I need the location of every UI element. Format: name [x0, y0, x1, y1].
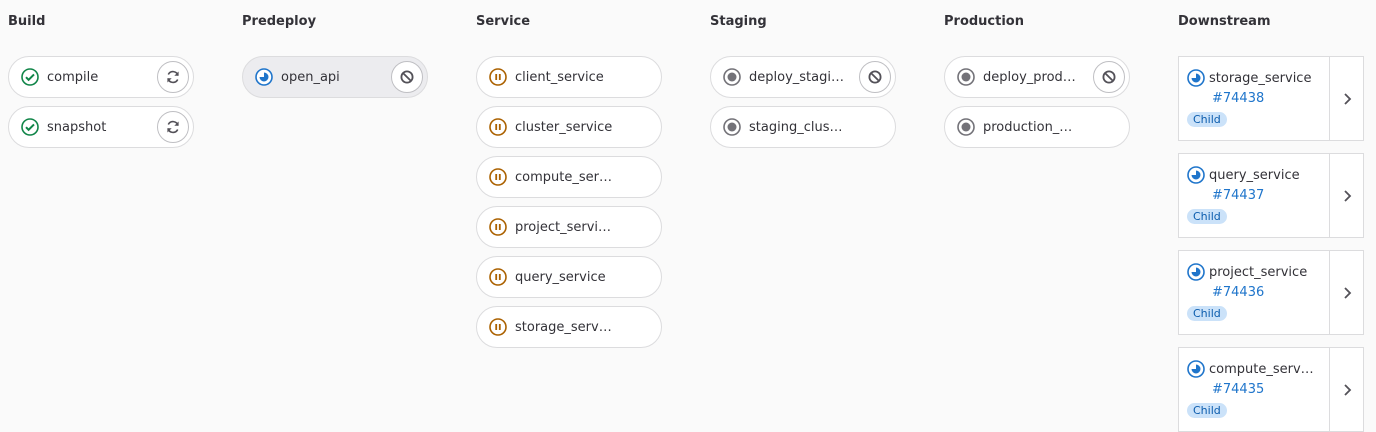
status-manual-icon — [489, 68, 507, 86]
cancel-icon — [1101, 69, 1117, 85]
retry-icon — [165, 119, 181, 135]
stage-title: Staging — [710, 14, 767, 29]
job-name: deploy_prod… — [983, 69, 1076, 85]
job-query_service[interactable]: query_service — [476, 256, 662, 298]
job-name: snapshot — [47, 119, 107, 135]
pipeline-id-link[interactable]: #74437 — [1212, 188, 1265, 203]
status-manual-icon — [489, 268, 507, 286]
expand-pipeline-button[interactable] — [1329, 348, 1363, 431]
pipeline-name: storage_service — [1209, 70, 1312, 86]
job-client_service[interactable]: client_service — [476, 56, 662, 98]
job-name: query_service — [515, 269, 606, 285]
job-staging_clus…[interactable]: staging_clus… — [710, 106, 896, 148]
stage-title: Build — [8, 14, 46, 29]
status-running-icon — [1187, 360, 1205, 378]
status-running-icon — [1187, 69, 1205, 87]
cancel-icon — [867, 69, 883, 85]
expand-pipeline-button[interactable] — [1329, 154, 1363, 237]
status-running-icon — [1187, 263, 1205, 281]
chevron-right-icon — [1342, 189, 1352, 203]
retry-button[interactable] — [157, 61, 189, 93]
child-badge: Child — [1187, 112, 1227, 127]
pipeline-name: compute_serv… — [1209, 361, 1314, 377]
status-created-icon — [723, 68, 741, 86]
retry-icon — [165, 69, 181, 85]
retry-button[interactable] — [157, 111, 189, 143]
job-project_servi…[interactable]: project_servi… — [476, 206, 662, 248]
job-name: open_api — [281, 69, 340, 85]
job-production_…[interactable]: production_… — [944, 106, 1130, 148]
job-storage_serv…[interactable]: storage_serv… — [476, 306, 662, 348]
job-name: production_… — [983, 119, 1073, 135]
cancel-button[interactable] — [859, 61, 891, 93]
status-created-icon — [957, 118, 975, 136]
job-snapshot[interactable]: snapshot — [8, 106, 194, 148]
child-badge: Child — [1187, 209, 1227, 224]
status-created-icon — [957, 68, 975, 86]
job-name: client_service — [515, 69, 604, 85]
job-name: cluster_service — [515, 119, 613, 135]
job-deploy_stagi…[interactable]: deploy_stagi… — [710, 56, 896, 98]
job-compile[interactable]: compile — [8, 56, 194, 98]
downstream-pipeline-card[interactable]: storage_service #74438 Child — [1178, 56, 1364, 141]
stage-title: Production — [944, 14, 1024, 29]
child-badge: Child — [1187, 306, 1227, 321]
job-name: deploy_stagi… — [749, 69, 844, 85]
job-name: compile — [47, 69, 99, 85]
pipeline-id-link[interactable]: #74438 — [1212, 91, 1265, 106]
job-name: staging_clus… — [749, 119, 843, 135]
job-compute_ser…[interactable]: compute_ser… — [476, 156, 662, 198]
status-manual-icon — [489, 318, 507, 336]
status-success-icon — [21, 68, 39, 86]
cancel-icon — [399, 69, 415, 85]
status-running-icon — [255, 68, 273, 86]
downstream-pipeline-card[interactable]: query_service #74437 Child — [1178, 153, 1364, 238]
job-name: compute_ser… — [515, 169, 612, 185]
chevron-right-icon — [1342, 286, 1352, 300]
job-cluster_service[interactable]: cluster_service — [476, 106, 662, 148]
pipeline-name: query_service — [1209, 167, 1300, 183]
job-open_api[interactable]: open_api — [242, 56, 428, 98]
job-name: storage_serv… — [515, 319, 612, 335]
cancel-button[interactable] — [391, 61, 423, 93]
chevron-right-icon — [1342, 92, 1352, 106]
status-running-icon — [1187, 166, 1205, 184]
job-deploy_prod…[interactable]: deploy_prod… — [944, 56, 1130, 98]
stage-title: Service — [476, 14, 531, 29]
pipeline-id-link[interactable]: #74435 — [1212, 382, 1265, 397]
pipeline-id-link[interactable]: #74436 — [1212, 285, 1265, 300]
expand-pipeline-button[interactable] — [1329, 57, 1363, 140]
expand-pipeline-button[interactable] — [1329, 251, 1363, 334]
status-manual-icon — [489, 218, 507, 236]
status-manual-icon — [489, 118, 507, 136]
status-manual-icon — [489, 168, 507, 186]
downstream-pipeline-card[interactable]: compute_serv… #74435 Child — [1178, 347, 1364, 432]
stage-title: Downstream — [1178, 14, 1271, 29]
chevron-right-icon — [1342, 383, 1352, 397]
child-badge: Child — [1187, 403, 1227, 418]
stage-title: Predeploy — [242, 14, 317, 29]
cancel-button[interactable] — [1093, 61, 1125, 93]
downstream-pipeline-card[interactable]: project_service #74436 Child — [1178, 250, 1364, 335]
status-success-icon — [21, 118, 39, 136]
status-created-icon — [723, 118, 741, 136]
pipeline-name: project_service — [1209, 264, 1308, 280]
job-name: project_servi… — [515, 219, 612, 235]
